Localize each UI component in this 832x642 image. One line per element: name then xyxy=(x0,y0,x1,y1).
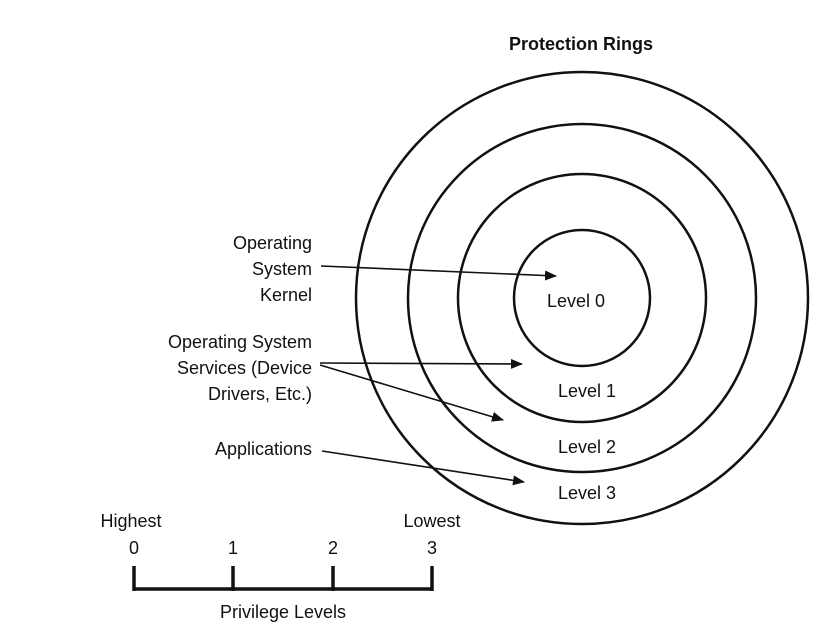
ring-label-level-2: Level 2 xyxy=(558,437,616,457)
services-label-line-3: Drivers, Etc.) xyxy=(208,384,312,404)
services-label-line-1: Operating System xyxy=(168,332,312,352)
ring-level-3 xyxy=(354,70,810,526)
ring-level-1 xyxy=(456,172,708,424)
ring-level-2 xyxy=(406,122,758,474)
scale-bar xyxy=(132,566,434,591)
ring-group xyxy=(354,70,810,526)
kernel-label-line-3: Kernel xyxy=(260,285,312,305)
scale-lowest-label: Lowest xyxy=(403,511,460,531)
services-label-line-2: Services (Device xyxy=(177,358,312,378)
diagram-title: Protection Rings xyxy=(509,34,653,54)
scale-tick-label-1: 1 xyxy=(228,538,238,558)
scale-tick-label-2: 2 xyxy=(328,538,338,558)
ring-label-level-0: Level 0 xyxy=(547,291,605,311)
ring-label-level-3: Level 3 xyxy=(558,483,616,503)
arrow-group xyxy=(319,265,557,486)
callout-labels: Operating System Kernel Operating System… xyxy=(168,233,312,459)
arrow-kernel-to-level-0 xyxy=(320,265,557,281)
ring-level-0 xyxy=(512,228,652,368)
scale-highest-label: Highest xyxy=(100,511,161,531)
applications-label: Applications xyxy=(215,439,312,459)
arrow-services-to-level-1 xyxy=(319,358,523,369)
kernel-label-line-1: Operating xyxy=(233,233,312,253)
arrow-services-to-level-2 xyxy=(319,364,504,422)
ring-label-level-1: Level 1 xyxy=(558,381,616,401)
scale-tick-label-3: 3 xyxy=(427,538,437,558)
arrow-applications-to-level-3 xyxy=(321,450,525,486)
scale-caption: Privilege Levels xyxy=(220,602,346,622)
scale-tick-label-0: 0 xyxy=(129,538,139,558)
kernel-label-line-2: System xyxy=(252,259,312,279)
